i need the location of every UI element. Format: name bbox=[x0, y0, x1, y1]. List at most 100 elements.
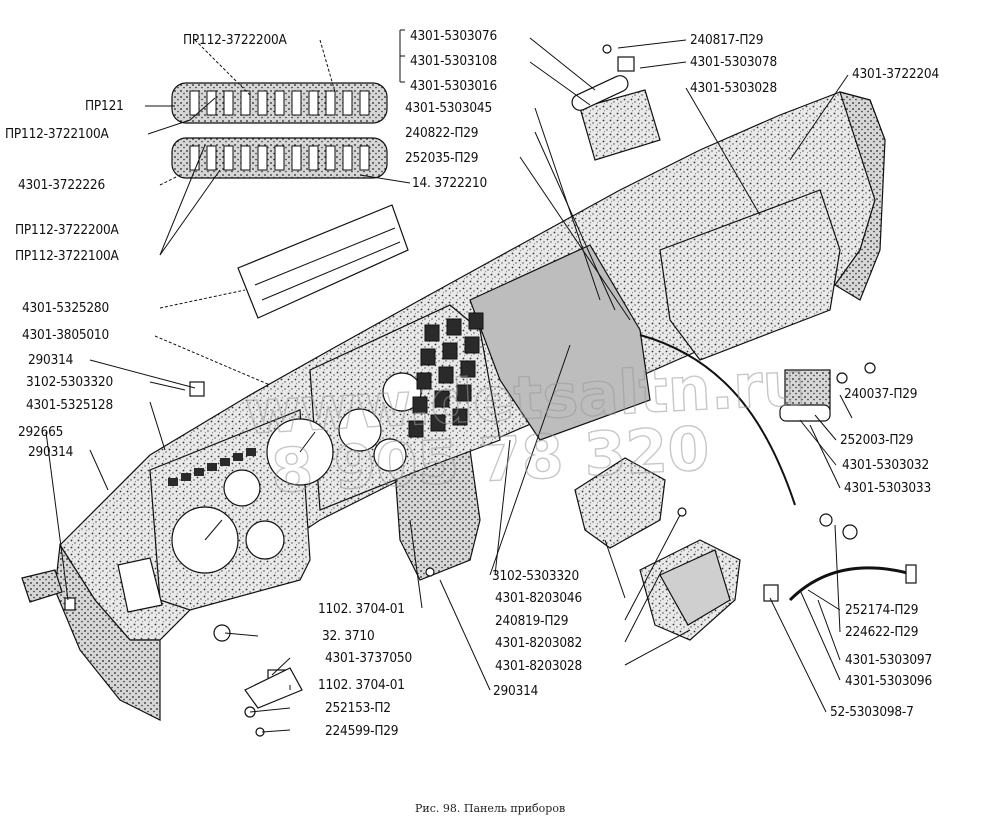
warning-lamp bbox=[233, 453, 243, 461]
fuse-cell bbox=[359, 145, 370, 171]
part-label: 4301-5303108 bbox=[410, 53, 497, 69]
gauges bbox=[171, 372, 422, 574]
fuse-cell bbox=[291, 90, 302, 116]
part-label: 252153-П2 bbox=[325, 700, 391, 716]
part-label: 4301-3722226 bbox=[18, 177, 105, 193]
bracket bbox=[617, 56, 635, 72]
switch-button bbox=[442, 342, 458, 360]
switch-grid bbox=[168, 312, 484, 486]
fuse-cell bbox=[308, 90, 319, 116]
part-label: 240037-П29 bbox=[844, 386, 917, 402]
switch-button bbox=[456, 384, 472, 402]
part-label: 52-5303098-7 bbox=[830, 704, 914, 720]
fuse-cell bbox=[274, 145, 285, 171]
part-label: 240822-П29 bbox=[405, 125, 478, 141]
fuse-cell bbox=[206, 90, 217, 116]
fuse-cell bbox=[325, 90, 336, 116]
part-label: 4301-8203082 bbox=[495, 635, 582, 651]
ashtray-assembly bbox=[571, 44, 661, 161]
part-label: 4301-5325128 bbox=[26, 397, 113, 413]
part-label: 4301-3722204 bbox=[852, 66, 939, 82]
warning-lamp bbox=[194, 468, 204, 476]
switch-button bbox=[446, 318, 462, 336]
fuse-cell bbox=[189, 90, 200, 116]
fuse-cell bbox=[325, 145, 336, 171]
part-label: ПР112-3722100А bbox=[5, 126, 109, 142]
fuse-cell bbox=[240, 90, 251, 116]
part-label: 14. 3722210 bbox=[412, 175, 487, 191]
part-label: 3102-5303320 bbox=[492, 568, 579, 584]
part-label: ПР121 bbox=[85, 98, 124, 114]
switch-button bbox=[468, 312, 484, 330]
switch-button bbox=[408, 420, 424, 438]
part-label: 240817-П29 bbox=[690, 32, 763, 48]
part-label: ПР112-3722200А bbox=[15, 222, 119, 238]
switch-button bbox=[424, 324, 440, 342]
fuse-cell bbox=[206, 145, 217, 171]
part-label: 290314 bbox=[493, 683, 539, 699]
part-label: ПР112-3722100А bbox=[15, 248, 119, 264]
fuse-label-card bbox=[237, 204, 409, 319]
part-label: 4301-8203046 bbox=[495, 590, 582, 606]
part-label: 4301-8203028 bbox=[495, 658, 582, 674]
part-label: 4301-5303076 bbox=[410, 28, 497, 44]
switch-button bbox=[430, 414, 446, 432]
switch-button bbox=[464, 336, 480, 354]
fuse-blocks bbox=[171, 82, 388, 179]
fuse-cell bbox=[274, 90, 285, 116]
switch-button bbox=[412, 396, 428, 414]
part-label: 4301-5303078 bbox=[690, 54, 777, 70]
warning-lamp bbox=[246, 448, 256, 456]
glovebox-hinge bbox=[639, 334, 917, 602]
part-label: 4301-5303016 bbox=[410, 78, 497, 94]
gauge-small-1 bbox=[223, 469, 261, 507]
part-label: 252174-П29 bbox=[845, 602, 918, 618]
gauge-small-5 bbox=[373, 438, 407, 472]
fuse-cell bbox=[291, 145, 302, 171]
part-label: 290314 bbox=[28, 444, 74, 460]
part-labels: ПР112-3722200А ПР121 ПР112-3722100А 4301… bbox=[5, 28, 940, 739]
fuse-cell bbox=[257, 90, 268, 116]
part-label: 1102. 3704-01 bbox=[318, 677, 405, 693]
switch-button bbox=[420, 348, 436, 366]
fuse-cell bbox=[223, 145, 234, 171]
fuse-cell bbox=[223, 90, 234, 116]
part-label: 224622-П29 bbox=[845, 624, 918, 640]
switch-button bbox=[452, 408, 468, 426]
warning-lamp bbox=[207, 463, 217, 471]
fuse-cell bbox=[359, 90, 370, 116]
part-label: 292665 bbox=[18, 424, 63, 440]
part-label: 1102. 3704-01 bbox=[318, 601, 405, 617]
part-label: 4301-5303096 bbox=[845, 673, 932, 689]
gauge-small-4 bbox=[382, 372, 422, 412]
part-label: 240819-П29 bbox=[495, 613, 568, 629]
switch-button bbox=[434, 390, 450, 408]
part-label: 290314 bbox=[28, 352, 74, 368]
part-label: 252003-П29 bbox=[840, 432, 913, 448]
fuse-cell bbox=[257, 145, 268, 171]
fuse-cell bbox=[189, 145, 200, 171]
part-label: 4301-5303032 bbox=[842, 457, 929, 473]
warning-lamp bbox=[220, 458, 230, 466]
part-label: 252035-П29 bbox=[405, 150, 478, 166]
part-label: 32. 3710 bbox=[322, 628, 374, 644]
gauge-small-2 bbox=[245, 520, 285, 560]
fuse-cell bbox=[240, 145, 251, 171]
part-label: ПР112-3722200А bbox=[183, 32, 287, 48]
part-label: 4301-3737050 bbox=[325, 650, 412, 666]
figure-caption: Рис. 98. Панель приборов bbox=[415, 802, 565, 815]
gauge-small-3 bbox=[338, 408, 382, 452]
part-label: 4301-5303028 bbox=[690, 80, 777, 96]
fuse-cell bbox=[342, 145, 353, 171]
part-label: 4301-3805010 bbox=[22, 327, 109, 343]
console-covers bbox=[574, 457, 741, 641]
switch-button bbox=[438, 366, 454, 384]
warning-lamp bbox=[181, 473, 191, 481]
warning-lamp bbox=[168, 478, 178, 486]
part-label: 3102-5303320 bbox=[26, 374, 113, 390]
part-label: 4301-5303033 bbox=[844, 480, 931, 496]
switch-button bbox=[416, 372, 432, 390]
fuse-cell bbox=[308, 145, 319, 171]
part-label: 4301-5325280 bbox=[22, 300, 109, 316]
